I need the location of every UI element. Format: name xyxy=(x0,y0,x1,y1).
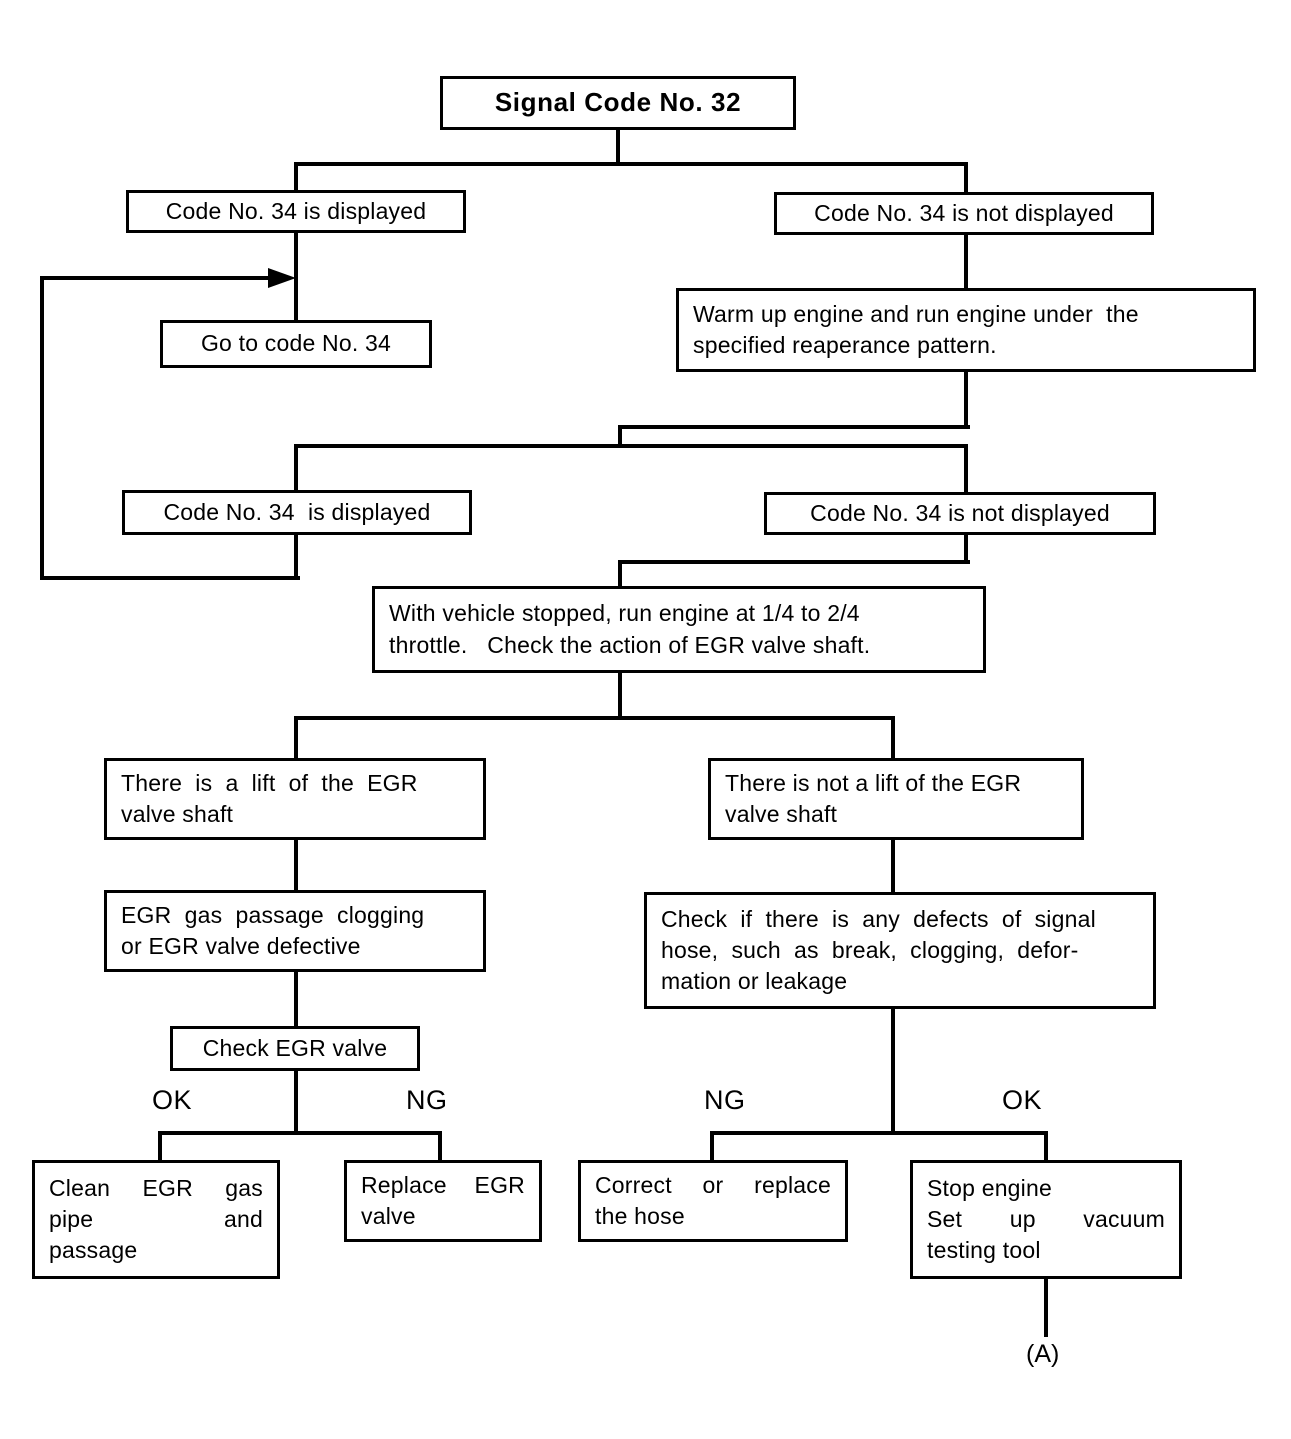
node-code34-displayed-2[interactable]: Code No. 34 is displayed xyxy=(122,490,472,535)
node-lift-present[interactable]: There is a lift of the EGR valve shaft xyxy=(104,758,486,840)
node-code34-displayed-1-label: Code No. 34 is displayed xyxy=(165,197,427,224)
node-code34-not-displayed-2[interactable]: Code No. 34 is not displayed xyxy=(764,492,1156,535)
node-check-signal-hose-line2: hose, such as break, clogging, defor- xyxy=(661,936,1079,963)
node-code34-not-displayed-2-label: Code No. 34 is not displayed xyxy=(810,499,1110,526)
node-check-egr-valve-label: Check EGR valve xyxy=(202,1034,388,1061)
node-lift-present-line2: valve shaft xyxy=(121,801,234,827)
node-code34-displayed-1[interactable]: Code No. 34 is displayed xyxy=(126,190,466,233)
node-warm-up-engine[interactable]: Warm up engine and run engine under the … xyxy=(676,288,1256,372)
edge-label-ng-right: NG xyxy=(704,1085,746,1115)
edge-label-ok-right: OK xyxy=(1002,1085,1043,1115)
node-with-vehicle-stopped[interactable]: With vehicle stopped, run engine at 1/4 … xyxy=(372,586,986,673)
node-replace-egr-valve-line1: Replace EGR xyxy=(361,1171,525,1198)
node-stop-engine-vacuum-tool-line1: Stop engine xyxy=(927,1174,1052,1201)
node-egr-gas-passage-clogging-line2: or EGR valve defective xyxy=(121,933,361,959)
node-lift-absent-line2: valve shaft xyxy=(725,801,838,827)
node-stop-engine-vacuum-tool-line3: testing tool xyxy=(927,1237,1041,1264)
node-signal-code-32[interactable]: Signal Code No. 32 xyxy=(440,76,796,130)
node-check-egr-valve[interactable]: Check EGR valve xyxy=(170,1026,420,1071)
node-lift-absent[interactable]: There is not a lift of the EGR valve sha… xyxy=(708,758,1084,840)
edge-label-ok-left: OK xyxy=(152,1085,193,1115)
node-with-vehicle-stopped-line2: throttle. Check the action of EGR valve … xyxy=(389,631,871,658)
node-stop-engine-vacuum-tool-line2: Set up vacuum xyxy=(927,1205,1165,1232)
node-replace-egr-valve[interactable]: Replace EGR valve xyxy=(344,1160,542,1242)
offpage-connector-a: (A) xyxy=(1026,1340,1060,1368)
wire-loop-arrowhead xyxy=(268,268,296,288)
node-correct-or-replace-hose[interactable]: Correct or replace the hose xyxy=(578,1160,848,1242)
node-go-to-code-34[interactable]: Go to code No. 34 xyxy=(160,320,432,368)
node-lift-present-line1: There is a lift of the EGR xyxy=(121,769,418,796)
node-clean-egr-gas-pipe-line2: pipe and xyxy=(49,1205,263,1232)
edge-label-ng-left: NG xyxy=(406,1085,448,1115)
node-warm-up-engine-line2: specified reaperance pattern. xyxy=(693,332,997,358)
node-clean-egr-gas-pipe-line1: Clean EGR gas xyxy=(49,1174,263,1201)
node-clean-egr-gas-pipe[interactable]: Clean EGR gas pipe and passage xyxy=(32,1160,280,1279)
node-with-vehicle-stopped-line1: With vehicle stopped, run engine at 1/4 … xyxy=(389,600,860,627)
node-egr-gas-passage-clogging-line1: EGR gas passage clogging xyxy=(121,901,425,928)
node-lift-absent-line1: There is not a lift of the EGR xyxy=(725,769,1022,796)
node-code34-not-displayed-1-label: Code No. 34 is not displayed xyxy=(814,199,1114,226)
node-correct-or-replace-hose-line1: Correct or replace xyxy=(595,1171,831,1198)
node-replace-egr-valve-line2: valve xyxy=(361,1203,416,1229)
node-signal-code-32-label: Signal Code No. 32 xyxy=(494,87,742,118)
node-correct-or-replace-hose-line2: the hose xyxy=(595,1203,685,1229)
node-check-signal-hose[interactable]: Check if there is any defects of signal … xyxy=(644,892,1156,1009)
node-check-signal-hose-line1: Check if there is any defects of signal xyxy=(661,905,1096,932)
node-go-to-code-34-label: Go to code No. 34 xyxy=(200,330,392,357)
node-code34-displayed-2-label: Code No. 34 is displayed xyxy=(163,498,431,525)
node-check-signal-hose-line3: mation or leakage xyxy=(661,968,848,995)
node-stop-engine-vacuum-tool[interactable]: Stop engine Set up vacuum testing tool xyxy=(910,1160,1182,1279)
node-clean-egr-gas-pipe-line3: passage xyxy=(49,1237,138,1264)
node-warm-up-engine-line1: Warm up engine and run engine under the xyxy=(693,300,1139,327)
node-egr-gas-passage-clogging[interactable]: EGR gas passage clogging or EGR valve de… xyxy=(104,890,486,972)
node-code34-not-displayed-1[interactable]: Code No. 34 is not displayed xyxy=(774,192,1154,235)
